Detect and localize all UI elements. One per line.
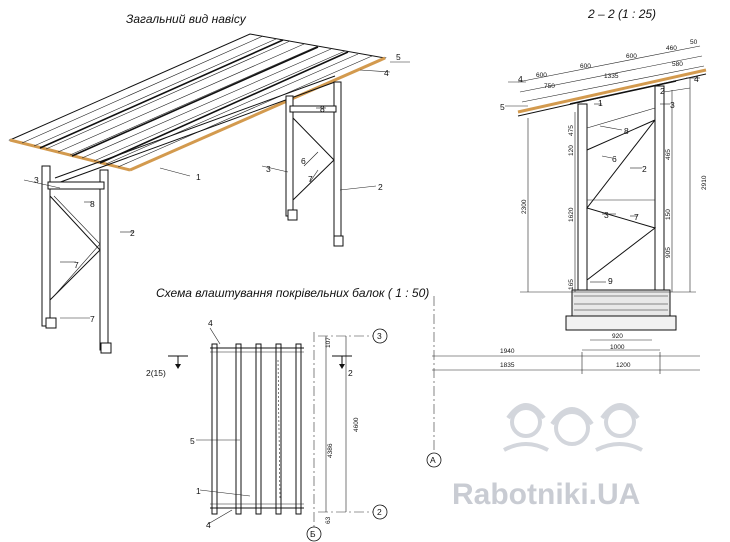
pos-8-general-left: 8: [90, 199, 95, 209]
dim-600-a: 600: [536, 72, 547, 79]
pos-6-general: 6: [301, 156, 306, 166]
dim-2910: 2910: [701, 175, 708, 190]
axis-2: 2: [377, 507, 382, 517]
pos-5-section: 5: [500, 102, 505, 112]
pos-3-general-right: 3: [266, 164, 271, 174]
watermark: Rabotniki.UA: [452, 403, 643, 511]
section-mark-left: 2(15): [146, 368, 166, 378]
dim-1200: 1200: [616, 362, 631, 369]
watermark-text: Rabotniki.UA: [452, 478, 640, 511]
general-view-title: Загальний вид навісу: [126, 12, 247, 26]
pos-4-scheme-top: 4: [208, 318, 213, 328]
pos-5-scheme: 5: [190, 436, 195, 446]
dim-475: 475: [568, 125, 575, 136]
dim-1835: 1835: [500, 362, 515, 369]
axis-3: 3: [377, 331, 382, 341]
pos-6-section: 6: [612, 154, 617, 164]
dim-580: 580: [672, 61, 683, 68]
pos-4-section-right: 4: [694, 74, 699, 84]
dim-107: 107: [325, 337, 332, 348]
dim-460: 460: [666, 45, 677, 52]
pos-2-general-left: 2: [130, 228, 135, 238]
pos-7-general-right: 7: [308, 174, 313, 184]
pos-1-general: 1: [196, 172, 201, 182]
pos-3-section: 3: [604, 210, 609, 220]
pos-1-scheme: 1: [196, 486, 201, 496]
pos-9-section: 9: [608, 276, 613, 286]
pos-8-section: 8: [624, 126, 629, 136]
dim-1620: 1620: [568, 207, 575, 222]
pos-8-general-right: 8: [320, 104, 325, 114]
dim-600-b: 600: [580, 63, 591, 70]
pos-1-section: 1: [598, 98, 603, 108]
pos-2-section-top: 2: [660, 86, 665, 96]
section-mark-right: 2: [348, 368, 353, 378]
pos-7-section: 7: [634, 212, 639, 222]
dim-465: 465: [665, 149, 672, 160]
dim-600-c: 600: [626, 53, 637, 60]
axis-b: Б: [310, 529, 316, 539]
section-title: 2 – 2 (1 : 25): [587, 7, 656, 21]
pos-4-general: 4: [384, 68, 389, 78]
dim-150: 150: [665, 209, 672, 220]
dim-905: 905: [665, 247, 672, 258]
dim-4386: 4386: [327, 443, 334, 458]
dim-50: 50: [690, 39, 698, 46]
pos-7-general-left-a: 7: [74, 260, 79, 270]
pos-5-general: 5: [396, 52, 401, 62]
pos-7-general-left-b: 7: [90, 314, 95, 324]
dim-1000: 1000: [610, 344, 625, 351]
dim-1940: 1940: [500, 348, 515, 355]
workers-helmet-icon: [503, 403, 643, 452]
pos-4-section-left: 4: [518, 74, 523, 84]
dim-63: 63: [325, 516, 332, 524]
general-view: 5 4 3 8 2 7 7 1 3 6 7 2 8: [8, 33, 410, 354]
axis-a: А: [430, 455, 436, 465]
pos-3-section-top: 3: [670, 100, 675, 110]
pos-2-general-right: 2: [378, 182, 383, 192]
dim-165: 165: [568, 279, 575, 290]
dim-4600: 4600: [353, 417, 360, 432]
pos-2-section-mid: 2: [642, 164, 647, 174]
overall-dimensions: 1940 1835 1200 А: [426, 296, 700, 468]
scheme-view: 3 2 Б 4386 4600 107 63 2(15) 2 4 5 1 4: [146, 318, 388, 542]
dim-120: 120: [568, 145, 575, 156]
dim-1335: 1335: [604, 73, 619, 80]
dim-920: 920: [612, 333, 623, 340]
pos-3-general-left: 3: [34, 175, 39, 185]
scheme-title: Схема влаштування покрівельних балок ( 1…: [156, 286, 429, 300]
pos-4-scheme-bottom: 4: [206, 520, 211, 530]
dim-2300: 2300: [521, 199, 528, 214]
dim-750: 750: [544, 83, 555, 90]
section-view: 600 600 600 460 50 750 1335 580 2300 29: [500, 39, 708, 351]
